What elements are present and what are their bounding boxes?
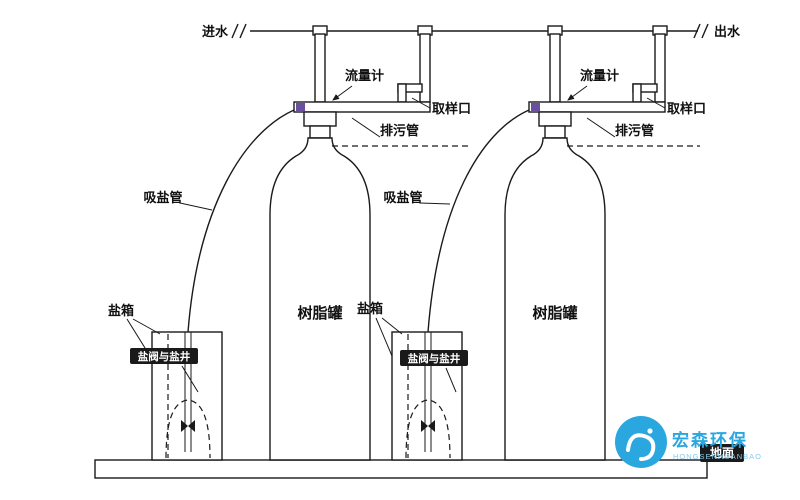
salt-box-leader — [375, 317, 393, 357]
outlet-label: 出水 — [714, 24, 741, 39]
suction-pipe-label: 吸盐管 — [383, 190, 422, 205]
salt-valve-leader — [445, 367, 457, 393]
salt-valve-well-label: 盐阀与盐井 — [138, 350, 191, 363]
inlet-riser-pipe — [314, 33, 326, 103]
salt-box-label: 盐箱 — [108, 303, 134, 318]
brine-suction-pipe — [187, 109, 295, 333]
salt-valve-well-badge — [400, 350, 468, 366]
flow-meter-fitting — [531, 103, 540, 111]
logo: 宏森环保 HONGSENHUANBAO — [615, 416, 762, 468]
resin-tank-body — [504, 137, 606, 461]
drain-pipe-leader — [351, 117, 381, 138]
pipe-break-mark — [701, 23, 709, 39]
flow-meter-label: 流量计 — [345, 68, 384, 83]
softener-unit-2: 树脂罐 流量计 取样口 排污管 吸盐管 盐箱 盐阀与盐井 — [357, 33, 706, 461]
resin-tank-body — [269, 137, 371, 461]
inlet-label: 进水 — [202, 24, 229, 39]
logo-subtitle: HONGSENHUANBAO — [673, 452, 762, 461]
sampling-port-leader — [411, 97, 431, 109]
sampling-tap-drop — [397, 83, 407, 103]
sampling-port-label: 取样口 — [667, 101, 706, 116]
brine-valve — [421, 420, 428, 432]
logo-dot-icon — [647, 428, 653, 434]
ground-label: 地面 — [710, 445, 734, 460]
ground-label-group: 地面 — [700, 444, 744, 462]
valve-manifold-pipe — [528, 101, 666, 113]
brine-well-dome — [165, 399, 211, 459]
sampling-tap-drop — [632, 83, 642, 103]
softener-unit-1: 树脂罐 流量计 取样口 排污管 吸盐管 盐箱 盐阀与盐井 — [108, 33, 471, 461]
suction-pipe-label: 吸盐管 — [143, 190, 182, 205]
drain-pipe-label: 排污管 — [380, 123, 419, 138]
logo-name: 宏森环保 — [672, 430, 748, 450]
pipe-break-mark — [693, 23, 701, 39]
salt-valve-well-badge — [130, 348, 198, 364]
flow-meter-label: 流量计 — [580, 68, 619, 83]
drain-pipe-label: 排污管 — [615, 123, 654, 138]
pipe-break-mark — [231, 23, 239, 39]
brine-well-dome — [405, 399, 451, 459]
control-valve-body — [303, 111, 337, 127]
flow-meter-fitting — [296, 103, 305, 111]
inlet-riser-pipe — [549, 33, 561, 103]
brine-valve — [188, 420, 195, 432]
brine-valve — [428, 420, 435, 432]
drain-pipe-leader — [586, 117, 616, 138]
suction-pipe-leader — [179, 202, 213, 211]
salt-valve-well-label: 盐阀与盐井 — [408, 352, 461, 365]
flow-meter-leader — [567, 85, 588, 101]
ground-badge — [700, 444, 744, 462]
salt-valve-leader — [181, 365, 199, 393]
resin-tank-label: 树脂罐 — [297, 304, 342, 322]
salt-box-leader — [132, 318, 161, 335]
pipe-break-mark — [239, 23, 247, 39]
logo-wave-icon — [626, 433, 656, 461]
ground-platform — [94, 459, 708, 479]
flow-meter-leader — [332, 85, 353, 101]
resin-tank-label: 树脂罐 — [532, 304, 577, 322]
sampling-port-label: 取样口 — [432, 101, 471, 116]
ground-slab — [94, 459, 708, 479]
suction-pipe-leader — [419, 202, 451, 205]
salt-box-leader — [381, 317, 403, 335]
salt-box-label: 盐箱 — [357, 301, 383, 316]
tank-neck — [309, 125, 331, 139]
logo-circle — [615, 416, 667, 468]
brine-valve — [181, 420, 188, 432]
brine-suction-pipe — [427, 109, 530, 333]
sampling-port-leader — [646, 97, 666, 109]
header-pipe: 进水 出水 — [202, 23, 741, 39]
valve-manifold-pipe — [293, 101, 431, 113]
tank-neck — [544, 125, 566, 139]
control-valve-body — [538, 111, 572, 127]
